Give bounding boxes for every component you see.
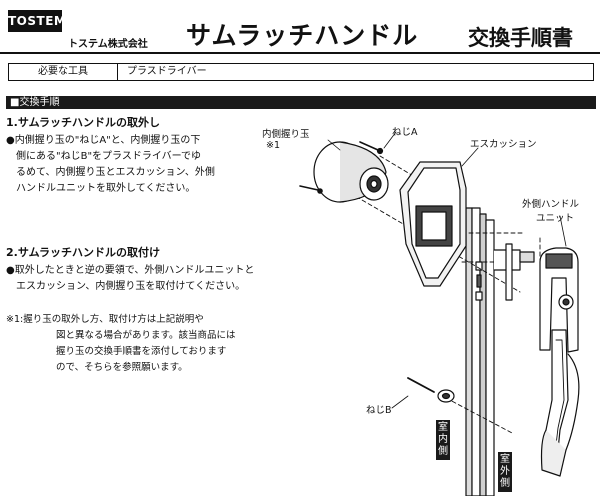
- leader-lines: [327, 131, 567, 409]
- label-outer-handle: 外側ハンドル ユニット: [522, 196, 579, 224]
- screw-b: [407, 377, 455, 403]
- label-inner-knob-note: ※1: [266, 140, 281, 151]
- page-title: サムラッチハンドル: [186, 21, 419, 50]
- label-screw-a: ねじA: [392, 127, 418, 138]
- knob-set-screw: [299, 185, 323, 194]
- inner-knob: [313, 141, 389, 203]
- label-indoor-side: 室内側: [436, 420, 450, 460]
- screw-a: [359, 141, 384, 155]
- label-inner-knob: 内側握り玉: [262, 129, 310, 140]
- section2-text: ●取外したときと逆の要領で、外側ハンドルユニットと エスカッション、内側握り玉を…: [6, 263, 254, 295]
- note-line: 握り玉の交換手順書を添付しております: [56, 346, 227, 357]
- label-escutcheon: エスカッション: [470, 139, 537, 150]
- tostem-logo: TOSTEM: [8, 10, 66, 32]
- section1-line: ハンドルユニットを取外してください。: [16, 183, 196, 194]
- procedure-bar: ■交換手順: [6, 96, 596, 109]
- section1-text: ●内側握り玉の"ねじA"と、内側握り玉の下 側にある"ねじB"をプラスドライバー…: [6, 133, 215, 197]
- escutcheon-plate: [399, 161, 467, 287]
- label-outer-handle-line: ユニット: [536, 213, 575, 224]
- outer-handle-unit: [539, 247, 580, 477]
- label-outdoor-side: 室外側: [498, 452, 512, 492]
- section1-line: 側にある"ねじB"をプラスドライバーでゆ: [16, 151, 202, 162]
- company-name: トステム株式会社: [68, 39, 148, 50]
- label-outer-handle-line: 外側ハンドル: [522, 199, 580, 210]
- section1-line: るめて、内側握り玉とエスカッション、外側: [16, 167, 215, 178]
- note-text: ※1:握り玉の取外し方、取付け方は上記説明や 図と異なる場合があります。該当商品…: [6, 312, 236, 376]
- section2-line: エスカッション、内側握り玉を取付けてください。: [16, 281, 246, 292]
- tools-label: 必要な工具: [9, 64, 118, 80]
- section1-heading: 1.サムラッチハンドルの取外し: [6, 116, 161, 129]
- tools-table: 必要な工具 プラスドライバー: [8, 63, 594, 81]
- exploded-assembly-diagram: [299, 131, 580, 496]
- door-edge: [465, 207, 495, 496]
- tools-value: プラスドライバー: [127, 66, 207, 77]
- note-line: ので、そちらを参照願います。: [56, 362, 188, 373]
- label-screw-b: ねじB: [366, 405, 392, 416]
- latch-spindle: [493, 243, 535, 301]
- note-line: 図と異なる場合があります。該当商品には: [56, 330, 236, 341]
- page-subtitle: 交換手順書: [468, 26, 573, 50]
- header-rule: [0, 52, 600, 54]
- section2-heading: 2.サムラッチハンドルの取付け: [6, 246, 161, 259]
- section2-line: ●取外したときと逆の要領で、外側ハンドルユニットと: [6, 265, 255, 276]
- section1-line: ●内側握り玉の"ねじA"と、内側握り玉の下: [6, 135, 201, 146]
- note-line: ※1:握り玉の取外し方、取付け方は上記説明や: [6, 314, 204, 325]
